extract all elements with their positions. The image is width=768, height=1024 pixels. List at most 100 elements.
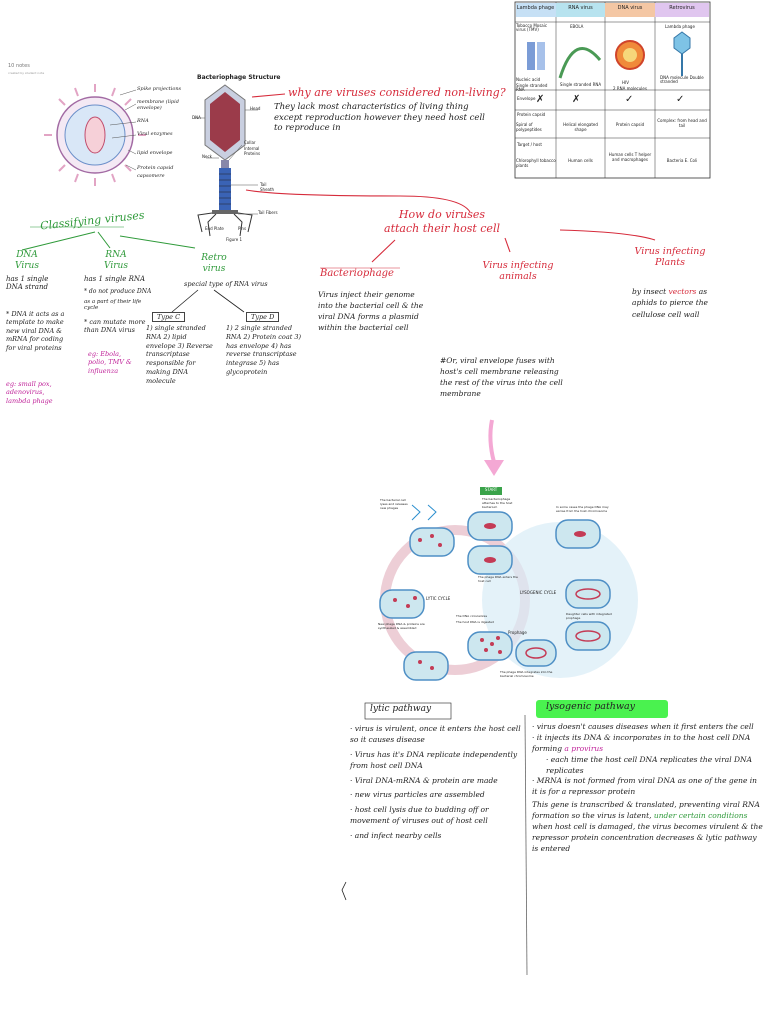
- table-col-retro: Retrovirus: [669, 5, 695, 11]
- rna-virus-note3: * can mutate more than DNA virus: [84, 318, 146, 335]
- cycle-step7: In some cases the phage DNA may excise f…: [556, 505, 609, 513]
- type-d-body: 1) 2 single stranded RNA 2) Protein coat…: [226, 324, 302, 376]
- cycle-start: START: [484, 487, 498, 492]
- retro-virus-title: Retro virus: [201, 253, 227, 274]
- page-subtitle: created by student note: [8, 71, 45, 75]
- cycle-step4: The host DNA is digested: [456, 620, 494, 624]
- cycle-step2: The phage DNA enters the host cell: [478, 575, 518, 583]
- table-r2c0: Nucleic acid: [516, 77, 541, 82]
- table-r2c3: 2 RNA molecules: [613, 86, 647, 91]
- rna-virus-note2: as a part of their life cycle: [84, 299, 142, 311]
- table-r1c1: Tobacco Mosaic virus (TMV): [516, 23, 548, 33]
- rna-virus-note1: * do not produce DNA: [84, 288, 152, 295]
- phage-label-tail: Tail Sheath: [260, 182, 275, 192]
- table-r1c4: Lambda phage: [665, 24, 695, 29]
- table-col-rna: RNA virus: [568, 5, 593, 11]
- cycle-step6: The bacterial cell lyses and releases ne…: [380, 498, 408, 510]
- lysogenic-highlight: [536, 700, 668, 718]
- lyso-item-1: · virus doesn't causes diseases when it …: [532, 722, 754, 731]
- plant-vectors: vectors: [668, 287, 697, 296]
- table-r3c3: ✓: [676, 94, 685, 105]
- phage-label-figure: Figure 1: [226, 237, 243, 242]
- phage-label-internal: Internal Proteins: [244, 146, 261, 156]
- nonliving-question: why are viruses considered non-living?: [288, 86, 506, 99]
- phage-label-collar: Collar: [244, 140, 256, 145]
- virus-label-capsomere: capsomere: [137, 173, 165, 179]
- dna-virus-note: * DNA it acts as a template to make new …: [6, 310, 65, 352]
- virus-structure-illustration: [44, 84, 146, 186]
- cycle-step3: The DNA circularizes: [456, 614, 488, 618]
- table-r1c3: HIV: [622, 80, 629, 85]
- plant-body1: by insect: [632, 287, 667, 296]
- red-arrows: [245, 93, 656, 263]
- animal-body2: #Or, viral envelope fuses with host's ce…: [440, 356, 563, 398]
- table-r1c2: EBOLA: [570, 24, 584, 29]
- comparison-table: [514, 1, 711, 179]
- lytic-title-box: [364, 702, 452, 720]
- bacteriophage-illustration: [194, 84, 258, 237]
- lysogenic-title: lysogenic pathway: [546, 701, 636, 712]
- phage-label-head: Head: [250, 106, 261, 111]
- green-arrows: [21, 231, 196, 251]
- black-arrows: [171, 289, 245, 313]
- plant-body: by insect vectors as aphids to pierce th…: [632, 286, 722, 320]
- plant-body2: as aphids to pierce the cellulose cell w…: [632, 287, 708, 319]
- table-r4c1: Spiral of polypeptides: [516, 122, 542, 132]
- lyso-item-2: · it injects its DNA & incorporates in t…: [532, 732, 751, 753]
- table-r2c4: DNA molecule Double stranded: [660, 75, 704, 85]
- type-c-body: 1) single stranded RNA 2) lipid envelope…: [146, 324, 213, 385]
- lytic-title: lytic pathway: [370, 704, 432, 714]
- nonliving-answer: They lack most characteristics of living…: [274, 102, 485, 134]
- lyso-item-5: This gene is transcribed & translated, p…: [532, 800, 763, 853]
- table-r3c1: ✗: [572, 94, 581, 105]
- table-r2c2: Single stranded RNA: [559, 82, 602, 87]
- table-r2c1: Single stranded RNA: [516, 83, 548, 93]
- table-r4c3: Protein capsid: [615, 122, 645, 127]
- animal-title: Virus infecting animals: [482, 260, 554, 283]
- plant-title: Virus infecting Plants: [634, 246, 706, 269]
- cycle-step5: New phage DNA & proteins are synthesized…: [378, 622, 425, 630]
- retro-virus-body: special type of RNA virus: [184, 280, 268, 288]
- table-col-lambda: Lambda phage: [516, 5, 555, 11]
- table-r5c0: Target / host: [517, 142, 542, 147]
- lytic-item-6: · and infect nearby cells: [350, 831, 442, 840]
- cycle-prophage-label: Prophage: [508, 630, 527, 635]
- phage-label-neck: Neck: [202, 154, 212, 159]
- attack-title: How do viruses attach their host cell: [384, 208, 500, 235]
- pink-down-arrow: [484, 419, 504, 476]
- page-title: 10 notes: [8, 63, 30, 69]
- virus-label-rna: RNA: [137, 118, 149, 124]
- type-c-box: Type C: [152, 312, 186, 322]
- phage-label-dna: DNA: [192, 115, 201, 120]
- lytic-item-3: · Viral DNA-mRNA & protein are made: [350, 775, 498, 785]
- virus-label-spike: Spike projections: [137, 86, 182, 92]
- phage-label-plate: End Plate: [205, 226, 224, 231]
- lysogenic-list: · virus doesn't causes diseases when it …: [532, 722, 764, 855]
- table-r5c2: Human cells: [568, 158, 593, 163]
- table-col-dna: DNA virus: [617, 5, 643, 11]
- rna-virus-body: has 1 single RNA: [84, 275, 146, 283]
- table-r4c0: Protein capsid: [517, 112, 546, 117]
- dna-virus-title: DNA Virus: [15, 250, 39, 271]
- cycle-step8: Daughter cells with integrated prophage: [566, 612, 612, 620]
- pathway-divider: [524, 714, 528, 976]
- rna-virus-examples: eg: Ebola, polio, TMV & influenza: [88, 350, 132, 375]
- table-r5c3: Human cells T helper and macrophages: [608, 152, 652, 162]
- phage-label-pins: Pins: [238, 226, 247, 231]
- lytic-item-2: · Virus has it's DNA replicate independe…: [350, 749, 518, 770]
- lytic-item-4: · new virus particles are assembled: [350, 790, 485, 800]
- phage-label-fibers: Tail Fibers: [258, 210, 278, 215]
- phage-life-cycle-figure: [379, 487, 638, 681]
- table-r4c4: Complex: from head and tail: [657, 118, 707, 128]
- provirus-term: a provirus: [564, 743, 604, 753]
- table-r3c0: Envelope: [517, 96, 536, 101]
- phage-title: Bacteriophage Structure: [197, 74, 281, 81]
- lytic-list: · virus is virulent, once it enters the …: [350, 724, 522, 842]
- bacteriophage-title: Bacteriophage: [320, 268, 394, 279]
- table-r5c4: Bacteria E. Coli: [666, 158, 698, 163]
- virus-label-capsid: Protein capsid: [137, 165, 174, 171]
- table-r3c4: ✗: [536, 94, 545, 105]
- lytic-item-5: · host cell lysis due to budding off or …: [350, 805, 489, 826]
- virus-label-enzymes: Viral enzymes: [137, 131, 173, 137]
- virus-label-membrane: membrane (lipid envelope): [137, 99, 179, 111]
